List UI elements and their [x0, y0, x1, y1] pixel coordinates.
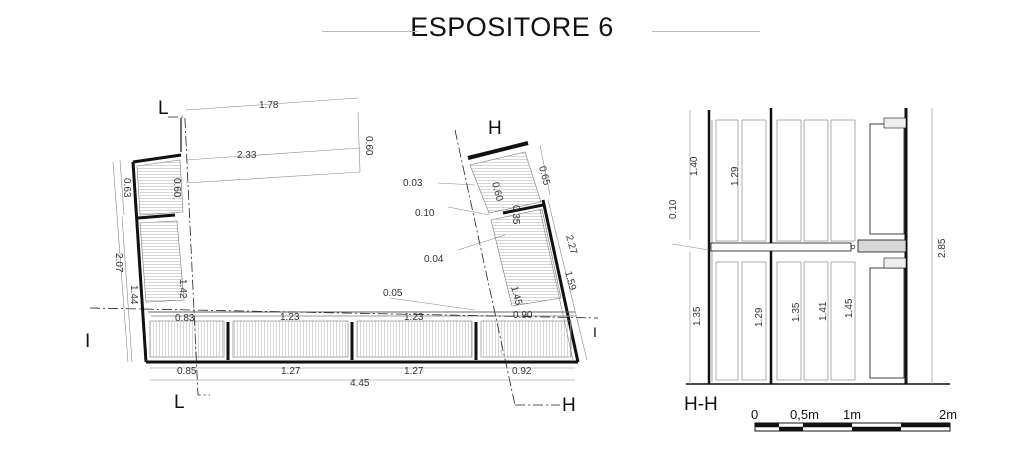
floor-plan: L L H H I I 1.78 0.60 2.33 0.63 0.60 2.0… [85, 97, 599, 416]
dim-2-33: 2.33 [237, 150, 257, 161]
section-mark-i-left: I [85, 331, 90, 352]
dim-h-0-35: 0.35 [510, 205, 521, 225]
scale-label-0-5m: 0,5m [790, 407, 819, 422]
dim-elev-1-45: 1.45 [844, 298, 855, 318]
dim-0-92: 0.92 [512, 366, 532, 377]
dim-0-05: 0.05 [383, 288, 403, 299]
dim-h-1-45: 1.45 [508, 285, 524, 307]
dim-elev-1-35: 1.35 [692, 306, 703, 326]
section-mark-h-top: H [488, 118, 502, 139]
title-rule-right [652, 31, 760, 32]
dim-h-2-27: 2.27 [563, 234, 579, 256]
elevation-frame [686, 108, 950, 385]
elevation-shelf-panels [715, 119, 856, 381]
dim-1-27-b: 1.27 [404, 366, 424, 377]
dim-h-0-60: 0.60 [489, 181, 505, 203]
section-lines [89, 116, 599, 406]
dim-1-78: 1.78 [259, 100, 279, 111]
dim-h-0-03: 0.03 [403, 178, 423, 189]
dim-0-60-right: 0.60 [363, 136, 374, 156]
scale-label-1m: 1m [843, 407, 861, 422]
scale-label-0: 0 [751, 407, 758, 422]
drawing-title: ESPOSITORE 6 [410, 12, 614, 42]
dim-h-0-65: 0.65 [536, 165, 552, 187]
dim-1-44: 1.44 [128, 285, 139, 305]
dim-1-23-a: 1.23 [280, 312, 300, 323]
dim-4-45: 4.45 [350, 378, 370, 389]
dim-elev-1-35-lower: 1.35 [791, 302, 802, 322]
dim-h-0-04: 0.04 [424, 254, 444, 265]
dim-0-85: 0.85 [177, 366, 197, 377]
dim-elev-1-40: 1.40 [689, 156, 700, 176]
section-mark-l-top: L [158, 98, 169, 119]
dim-1-42: 1.42 [177, 279, 188, 299]
plan-shelving [136, 151, 572, 358]
dim-h-0-10: 0.10 [415, 208, 435, 219]
dim-elev-1-29-upper: 1.29 [730, 166, 741, 186]
dim-elev-0-10: 0.10 [668, 199, 679, 219]
dimension-lines [112, 97, 588, 381]
dim-h-1-59: 1.59 [562, 270, 578, 292]
section-mark-l-bottom: L [174, 392, 185, 413]
dim-1-27-a: 1.27 [281, 366, 301, 377]
dim-elev-1-29-lower: 1.29 [754, 307, 765, 327]
dim-2-07: 2.07 [113, 253, 124, 273]
dim-0-60-shelf: 0.60 [171, 178, 182, 198]
scale-bar: 0 0,5m 1m 2m [751, 407, 957, 432]
elevation-label: H-H [684, 394, 718, 415]
elevation-dimension-lines [671, 108, 933, 384]
dim-1-23-b: 1.23 [404, 312, 424, 323]
dim-elev-2-85: 2.85 [937, 238, 948, 258]
dim-0-63: 0.63 [121, 178, 132, 198]
title-rule-left [322, 31, 418, 32]
dim-0-83: 0.83 [175, 313, 195, 324]
dim-0-90: 0.90 [513, 310, 533, 321]
elevation-hh: 1.40 0.10 1.35 1.29 1.29 1.35 1.41 1.45 … [668, 108, 950, 415]
dim-elev-1-41: 1.41 [818, 301, 829, 321]
section-mark-i-right: I [593, 324, 597, 340]
section-mark-h-bottom: H [562, 395, 576, 416]
scale-label-2m: 2m [939, 407, 957, 422]
